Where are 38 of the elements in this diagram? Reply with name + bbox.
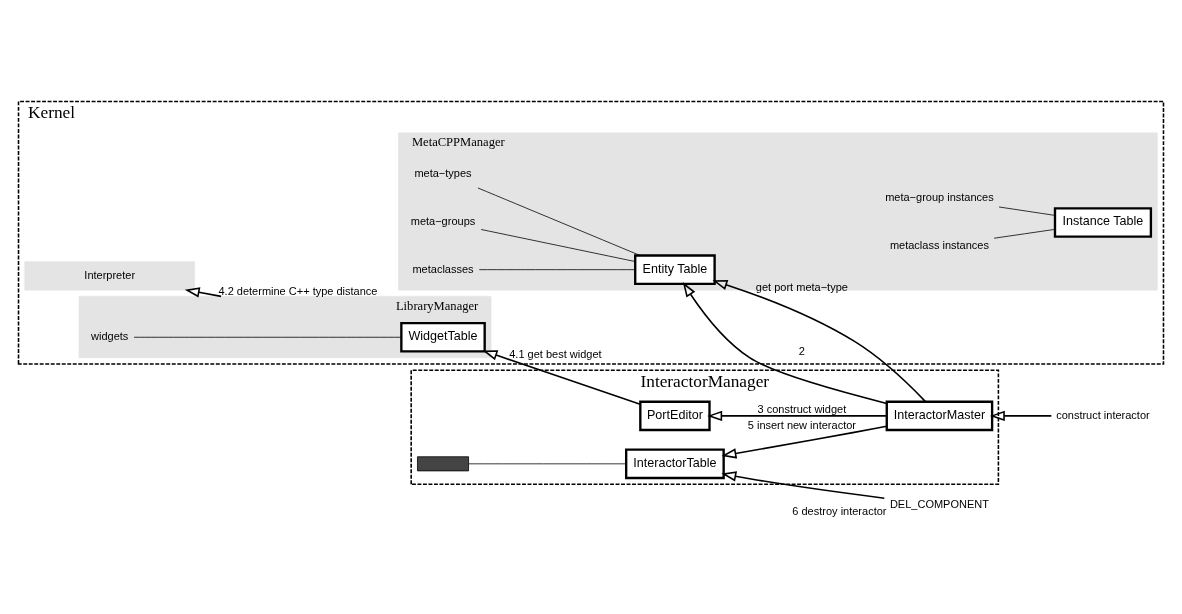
arrow	[721, 425, 888, 459]
arrow	[721, 471, 886, 499]
connector	[133, 336, 402, 338]
arrow	[682, 282, 888, 405]
node-box: Entity Table	[634, 254, 716, 285]
edge-label: 2	[798, 344, 805, 357]
node-text: meta−group instances	[885, 191, 994, 204]
edge-label: 3 construct widget	[757, 402, 847, 415]
node-box: InteractorMaster	[885, 400, 994, 432]
node-box: WidgetTable	[400, 321, 486, 353]
node-text: metaclasses	[412, 262, 474, 275]
arrow	[482, 350, 641, 406]
arrow	[989, 410, 1053, 422]
node-text: meta−groups	[410, 214, 476, 227]
node-box: Instance Table	[1053, 207, 1153, 238]
edge-label: 4.1 get best widget	[509, 347, 602, 360]
connector	[480, 229, 636, 262]
node-text: metaclass instances	[889, 238, 989, 251]
node-text: meta−types	[414, 166, 472, 179]
node-text: DEL_COMPONENT	[889, 497, 989, 510]
edge-label: get port meta−type	[755, 281, 848, 294]
arrow	[707, 410, 888, 422]
arrow	[712, 279, 927, 403]
node-box: InteractorTable	[625, 448, 725, 480]
node-box: Interpreter	[24, 261, 195, 291]
arrow	[184, 287, 222, 298]
connector	[993, 229, 1056, 239]
node-box	[417, 456, 469, 472]
node-text: widgets	[91, 330, 129, 343]
node-box: PortEditor	[639, 400, 711, 432]
node-text: construct interactor	[1056, 408, 1150, 421]
connector	[477, 187, 641, 256]
edge-label: 4.2 determine C++ type distance	[218, 284, 378, 297]
edge-label: 6 destroy interactor	[792, 505, 887, 518]
connector	[998, 206, 1056, 216]
connector	[478, 269, 636, 271]
connector	[468, 463, 627, 465]
edge-label: 5 insert new interactor	[747, 419, 856, 432]
